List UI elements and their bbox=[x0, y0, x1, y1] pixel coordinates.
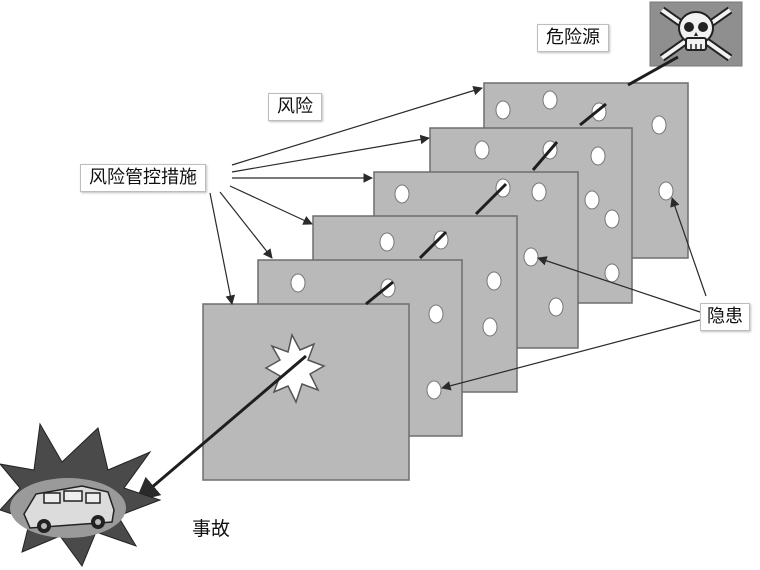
risk-label: 风险 bbox=[268, 93, 322, 121]
hazard-source-label: 危险源 bbox=[537, 24, 609, 52]
skull-crossbones-icon bbox=[650, 2, 742, 66]
hidden-danger-label: 隐患 bbox=[700, 303, 750, 331]
defense-layer-1 bbox=[203, 304, 409, 480]
risk-control-measures-label: 风险管控措施 bbox=[80, 164, 206, 192]
car-crash-icon bbox=[0, 424, 160, 566]
accident-label: 事故 bbox=[192, 516, 230, 542]
